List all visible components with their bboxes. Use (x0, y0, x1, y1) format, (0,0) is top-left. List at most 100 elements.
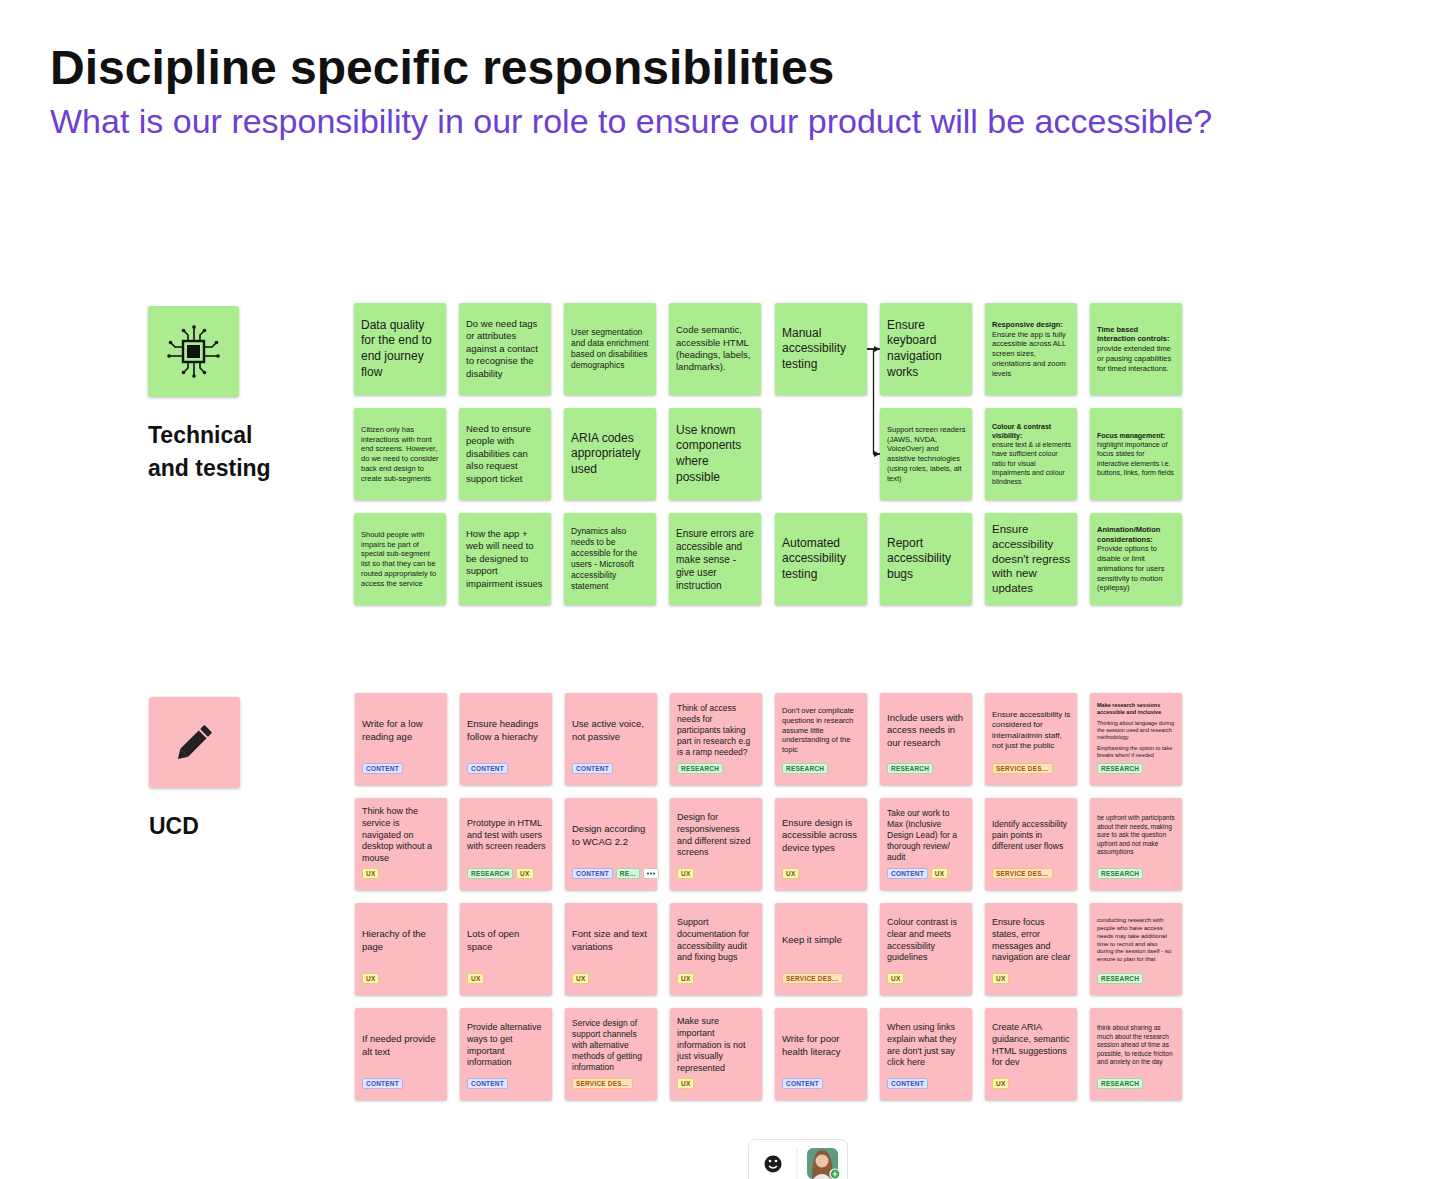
sticky-note: Don't over complicate questions in resea… (775, 693, 867, 785)
sticky-note: Ensure keyboard navigation works (880, 303, 972, 395)
note-text: Dynamics also needs to be accessible for… (571, 526, 650, 592)
tag-row: UX (467, 973, 546, 984)
tag-row: RESEARCH (887, 763, 966, 774)
avatar-shirt (813, 1174, 831, 1179)
note-body: Keep it simple (782, 911, 861, 970)
tag-row: RESEARCH (1097, 973, 1176, 984)
category-icon (149, 697, 240, 788)
tag-label: UX (887, 973, 904, 984)
tag-row: CONTENTRE… (572, 868, 651, 879)
note-body: Lots of open space (467, 911, 546, 970)
sticky-note: Write for poor health literacyCONTENT (775, 1008, 867, 1100)
note-text: Think of access needs for participants t… (677, 703, 756, 758)
note-text: Ensure the app is fully accessible acros… (992, 330, 1071, 379)
tag-label: UX (516, 868, 533, 879)
tag-label: UX (992, 973, 1009, 984)
note-text: If needed provide alt text (362, 1033, 441, 1058)
tag-label: UX (572, 973, 589, 984)
sticky-note: Take our work to Max (Inclusive Design L… (880, 798, 972, 890)
note-text: Ensure headings follow a hierachy (467, 718, 546, 743)
note-body: Think of access needs for participants t… (677, 701, 756, 760)
note-body: Create ARIA guidance, semantic HTML sugg… (992, 1016, 1071, 1075)
note-body: If needed provide alt text (362, 1016, 441, 1075)
note-text: Ensure keyboard navigation works (887, 318, 966, 380)
sticky-note: Report accessibility bugs (880, 513, 972, 605)
sticky-note: Lots of open spaceUX (460, 903, 552, 995)
note-text: Data quality for the end to end journey … (361, 318, 440, 380)
sticky-note: ARIA codes appropriately used (564, 408, 656, 500)
sticky-note: think about sharing as much about the re… (1090, 1008, 1182, 1100)
note-text: Need to ensure people with disabilities … (466, 423, 545, 485)
toolbar-divider (797, 1149, 798, 1179)
note-body: Think how the service is navigated on de… (362, 806, 441, 865)
tag-label: UX (362, 973, 379, 984)
tag-row: CONTENTUX (887, 868, 966, 879)
tag-row: SERVICE DES… (782, 973, 861, 984)
note-text: Do we need tags or attributes against a … (466, 318, 545, 380)
sticky-note: Hierachy of the pageUX (355, 903, 447, 995)
tag-label: UX (677, 868, 694, 879)
category-tile (149, 697, 240, 788)
note-text: Use active voice, not passive (572, 718, 651, 743)
sticky-note: Identify accessibility pain points in di… (985, 798, 1077, 890)
sticky-note: Ensure accessibility is considered for i… (985, 693, 1077, 785)
tag-row: RESEARCHUX (467, 868, 546, 879)
note-text: Ensure accessibility doesn't regress wit… (992, 522, 1071, 597)
sticky-note: Focus management:highlight importance of… (1090, 408, 1182, 500)
note-text: think about sharing as much about the re… (1097, 1024, 1176, 1066)
sticky-note: Automated accessibility testing (775, 513, 867, 605)
sticky-note: When using links explain what they are d… (880, 1008, 972, 1100)
tag-label: RESEARCH (1097, 868, 1143, 879)
note-text: Font size and text variations (572, 928, 651, 953)
sticky-note: Manual accessibility testing (775, 303, 867, 395)
category-tile (148, 306, 239, 397)
tag-row: UX (992, 973, 1071, 984)
sticky-note: Font size and text variationsUX (565, 903, 657, 995)
note-text: provide extended time or pausing capabil… (1097, 344, 1176, 373)
sticky-note: Use active voice, not passiveCONTENT (565, 693, 657, 785)
tag-row: CONTENT (362, 1078, 441, 1089)
tag-row: CONTENT (782, 1078, 861, 1089)
sticky-note: Citizen only has interactions with front… (354, 408, 446, 500)
note-body: Include users with access needs in our r… (887, 701, 966, 760)
category-icon (148, 306, 239, 397)
sticky-note: How the app + web will need to be design… (459, 513, 551, 605)
note-text: Design for responsiveness and different … (677, 812, 756, 859)
tag-row: UX (677, 973, 756, 984)
note-body: Provide alternative ways to get importan… (467, 1016, 546, 1075)
sticky-note: If needed provide alt textCONTENT (355, 1008, 447, 1100)
page-title: Discipline specific responsibilities (50, 40, 834, 96)
sticky-note: Time based interaction controls:provide … (1090, 303, 1182, 395)
note-body: Hierachy of the page (362, 911, 441, 970)
note-body: Make sure important information is not j… (677, 1016, 756, 1075)
tag-label: RESEARCH (782, 763, 828, 774)
note-body: be upfront with participants about their… (1097, 806, 1176, 865)
note-text: Keep it simple (782, 934, 861, 946)
tag-label: CONTENT (887, 868, 928, 879)
more-button (643, 868, 659, 879)
note-text: Write for a low reading age (362, 718, 441, 743)
note-text: Ensure accessibility is considered for i… (992, 710, 1071, 752)
tag-label: RE… (616, 868, 640, 879)
connector-arrow (867, 349, 880, 454)
tag-label: SERVICE DES… (992, 763, 1053, 774)
note-body: Make research sessions accessible and in… (1097, 701, 1176, 760)
note-body: Design according to WCAG 2.2 (572, 806, 651, 865)
note-text: Responsive design: (992, 320, 1071, 330)
note-text: Prototype in HTML and test with users wi… (467, 818, 546, 853)
sticky-note: Create ARIA guidance, semantic HTML sugg… (985, 1008, 1077, 1100)
note-text: Support documentation for accessibility … (677, 917, 756, 964)
note-body: Write for a low reading age (362, 701, 441, 760)
avatar-face (816, 1155, 829, 1168)
note-text: Support screen readers (JAWS, NVDA, Voic… (887, 425, 966, 484)
tag-label: CONTENT (782, 1078, 823, 1089)
emoji-eye (775, 1160, 778, 1163)
note-text: When using links explain what they are d… (887, 1022, 966, 1069)
sticky-note: Ensure focus states, error messages and … (985, 903, 1077, 995)
emoji-smile (769, 1166, 777, 1168)
avatar-badge-plus (833, 1172, 838, 1177)
note-text: Identify accessibility pain points in di… (992, 819, 1071, 852)
note-text: Automated accessibility testing (782, 536, 861, 583)
tag-row: UX (782, 868, 861, 879)
tag-label: CONTENT (572, 763, 613, 774)
